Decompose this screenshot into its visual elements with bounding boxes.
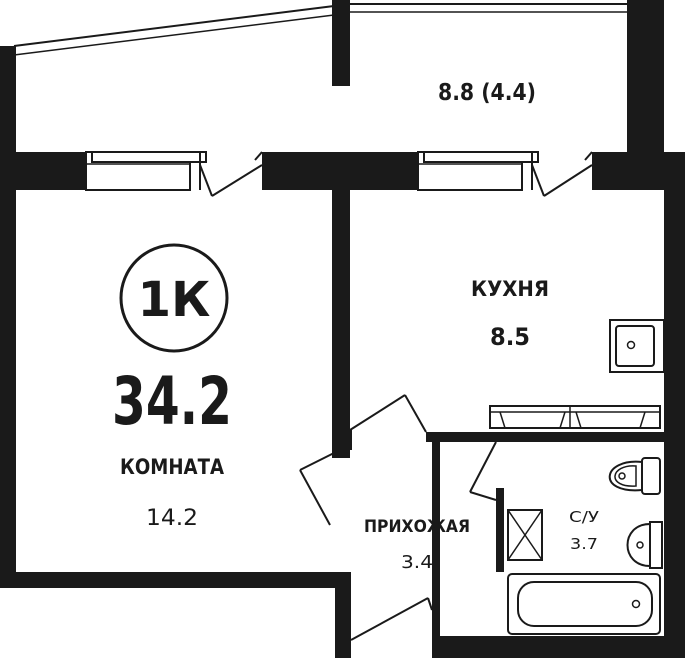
wall-kitchen-bath [426, 432, 664, 442]
kitchen-counter [489, 405, 661, 429]
room-door [299, 449, 341, 526]
room-balcony-door [199, 151, 263, 197]
bathroom-sink [626, 521, 663, 569]
hallway-name: ПРИХОЖАЯ [364, 517, 470, 537]
wall-hall-bath [432, 442, 440, 570]
kitchen-area: 8.5 [490, 323, 530, 351]
total-area: 34.2 [112, 363, 232, 440]
bathroom-door [469, 441, 497, 501]
kitchen-balcony-door [531, 151, 593, 197]
exterior-wall-bottom-entrance [335, 572, 351, 658]
apartment-type-badge: 1К [119, 243, 229, 353]
wall-room-hall-stub [340, 430, 352, 450]
balcony-right-wall [627, 0, 664, 155]
room-area: 14.2 [146, 506, 198, 531]
wall-room-kitchen [332, 190, 350, 458]
kitchen-window [417, 151, 539, 191]
bathtub [507, 573, 661, 635]
apartment-type-circle [119, 243, 229, 353]
exterior-wall-bottom-bath [432, 636, 685, 658]
apartment-type-label: 1К [138, 272, 211, 328]
entrance-door [350, 597, 433, 641]
balcony [0, 0, 664, 156]
ventilation-shaft [507, 509, 543, 561]
room-name: КОМНАТА [120, 455, 225, 479]
balcony-railing-slanted-inner [13, 14, 335, 56]
hallway-area: 3.4 [401, 552, 433, 573]
entrance-jamb-right [432, 570, 440, 658]
room-window [85, 151, 207, 191]
balcony-railing-slanted [13, 5, 335, 47]
kitchen-door [349, 394, 427, 433]
bathroom-name: С/У [569, 508, 599, 526]
toilet [608, 457, 661, 495]
exterior-wall-bottom-room [0, 572, 350, 588]
wall-segment [262, 152, 418, 190]
balcony-left-wall [0, 46, 16, 156]
balcony-area: 8.8 (4.4) [438, 80, 536, 106]
exterior-wall-right [664, 152, 685, 658]
kitchen-sink [609, 319, 665, 373]
kitchen-name: КУХНЯ [471, 277, 549, 301]
wall-bath-partition [496, 488, 504, 572]
bathroom-area: 3.7 [570, 535, 598, 553]
balcony-partition-wall [332, 0, 350, 86]
wall-segment [592, 152, 664, 190]
exterior-wall-left [0, 152, 16, 588]
